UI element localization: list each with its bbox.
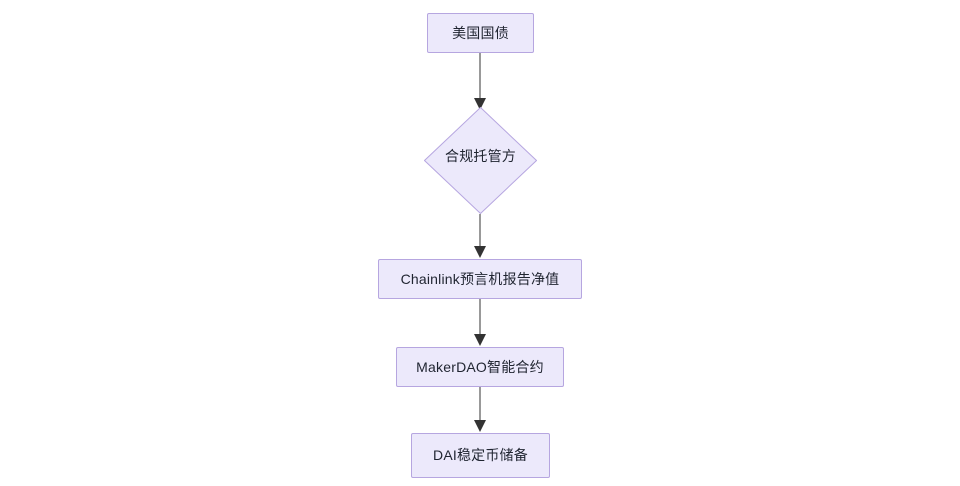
node-compliant-custodian-label: 合规托管方 [445,148,516,164]
node-makerdao-smart-contract-label: MakerDAO智能合约 [416,358,544,375]
node-chainlink-oracle-label: Chainlink预言机报告净值 [400,270,560,287]
node-dai-stablecoin-reserve-label: DAI稳定币储备 [433,447,528,464]
node-us-treasury[interactable]: 美国国债 [427,13,534,53]
edge-custodian-to-oracle [474,214,486,258]
node-compliant-custodian[interactable]: 合规托管方 [424,107,537,214]
edge-oracle-to-contract [474,299,486,346]
diamond-shape-icon [424,107,537,214]
node-chainlink-oracle[interactable]: Chainlink预言机报告净值 [378,259,582,299]
node-dai-stablecoin-reserve[interactable]: DAI稳定币储备 [411,433,550,478]
node-makerdao-smart-contract[interactable]: MakerDAO智能合约 [396,347,564,387]
edge-contract-to-reserve [474,387,486,432]
node-us-treasury-label: 美国国债 [452,24,509,41]
edge-treasury-to-custodian [474,53,486,110]
